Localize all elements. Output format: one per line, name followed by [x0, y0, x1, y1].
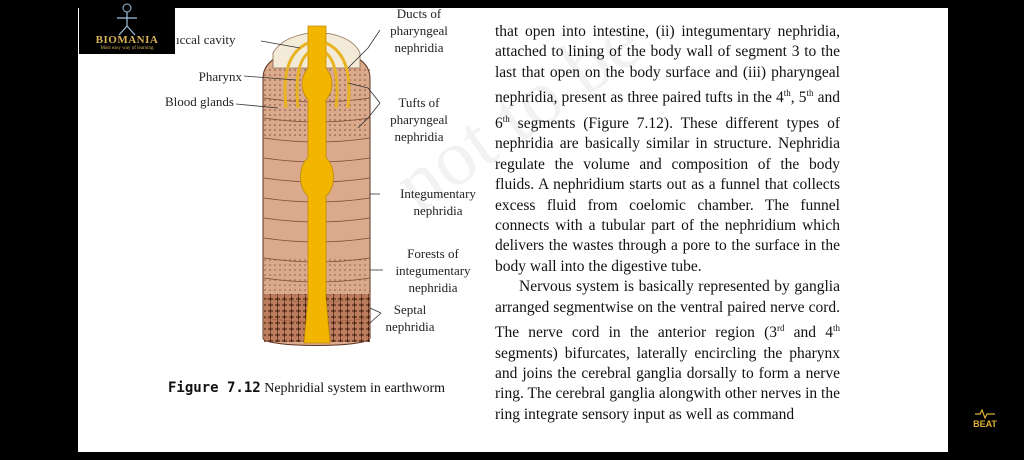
earthworm-nephridia-diagram: [235, 25, 383, 346]
beat-icon: [975, 409, 995, 419]
figure-number: Figure 7.12: [168, 380, 261, 396]
text-run: Nervous system is basically represented …: [495, 278, 840, 342]
label-forests-1: Forests of: [407, 246, 459, 261]
textbook-page: not to be: [78, 8, 948, 452]
paragraph-nervous-system: Nervous system is basically represented …: [495, 277, 840, 425]
label-integumentary-2: nephridia: [413, 203, 463, 218]
label-buccal-cavity: ıccal cavity: [176, 32, 236, 47]
logo-title: BIOMANIA: [95, 34, 159, 46]
superscript: th: [783, 88, 791, 99]
text-run: , 5: [790, 89, 807, 107]
figure-logo-icon: [117, 3, 137, 36]
label-pharynx: Pharynx: [198, 69, 242, 84]
superscript: th: [502, 113, 510, 124]
figure-caption-text: Nephridial system in earthworm: [264, 381, 446, 396]
label-tufts-2: pharyngeal: [390, 112, 448, 127]
biomania-logo: BIOMANIA Most easy way of learning: [79, 0, 175, 54]
label-blood-glands: Blood glands: [165, 94, 234, 109]
label-forests-2: integumentary: [395, 263, 471, 278]
text-run: and 4: [784, 324, 833, 342]
label-tufts-3: nephridia: [394, 129, 444, 144]
text-run: that open into intestine, (ii) integumen…: [495, 23, 840, 107]
label-septal-1: Septal: [393, 302, 427, 317]
superscript: th: [832, 323, 840, 333]
figure-caption: Figure 7.12 Nephridial system in earthwo…: [168, 380, 445, 397]
label-tufts-1: Tufts of: [398, 95, 440, 110]
beat-badge: BEAT: [967, 409, 1003, 431]
label-septal-2: nephridia: [385, 319, 435, 334]
body-text: that open into intestine, (ii) integumen…: [495, 22, 840, 425]
logo-subtitle: Most easy way of learning: [100, 46, 154, 51]
pharyngeal-ducts: [283, 41, 351, 109]
text-run: and 6: [495, 89, 840, 132]
label-forests-3: nephridia: [408, 280, 458, 295]
text-run: segments (Figure 7.12). These different …: [495, 114, 840, 275]
label-ducts-3: nephridia: [394, 40, 444, 55]
label-integumentary-1: Integumentary: [400, 186, 476, 201]
beat-label: BEAT: [973, 419, 997, 429]
label-ducts-2: pharyngeal: [390, 23, 448, 38]
text-run: segments) bifurcates, laterally encircli…: [495, 344, 840, 423]
paragraph-nephridia: that open into intestine, (ii) integumen…: [495, 22, 840, 277]
superscript: rd: [776, 323, 785, 333]
superscript: th: [806, 88, 814, 99]
label-ducts-1: Ducts of: [396, 8, 442, 21]
gut-tube: [300, 25, 334, 344]
